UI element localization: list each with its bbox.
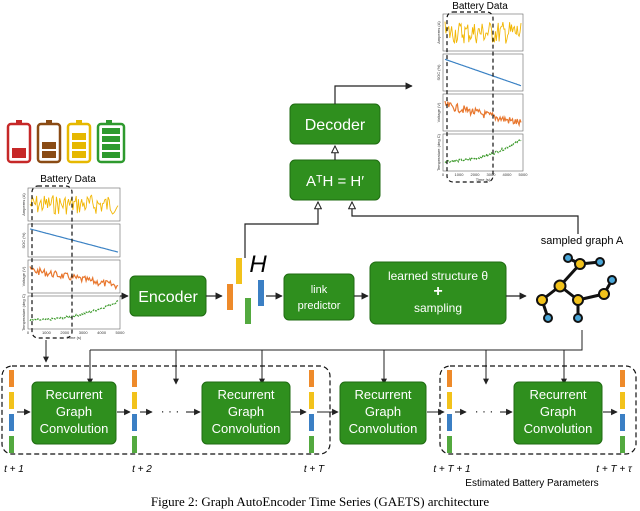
decoder-block: Decoder [289, 103, 381, 145]
input-window-group [1, 365, 331, 455]
equation-label: AᵀH = H′ [306, 173, 364, 190]
plot-xtick: 4000 [503, 172, 513, 177]
rgc-label-line2: Graph [56, 404, 92, 419]
hidden-vectors: H [227, 251, 267, 324]
plot-xtick: 2000 [471, 172, 481, 177]
plot-frame-temperature [27, 295, 121, 330]
estimated-parameters-label: Estimated Battery Parameters [465, 478, 598, 489]
battery-mid-icon [36, 120, 62, 164]
plot-trace-current [29, 194, 119, 215]
decoder-label: Decoder [305, 117, 366, 134]
right-window-highlight [446, 11, 494, 183]
plot-xtick: 0 [27, 330, 30, 335]
plot-ylabel-soc: SOC (%) [21, 232, 26, 249]
time-label-t1: t + 1 [4, 464, 24, 475]
left-window-highlight [31, 185, 73, 339]
plot-trace-voltage [444, 100, 522, 128]
plot-xtick: 1000 [455, 172, 465, 177]
rgc-label-line2: Graph [365, 404, 401, 419]
rgc-label-line1: Recurrent [529, 387, 586, 402]
battery-full-icon [96, 120, 126, 164]
plot-xtick: 2000 [60, 330, 70, 335]
right-battery-plots: Battery Data Amperes (A) SOC (%) Voltage (… [436, 1, 529, 183]
plot-trace-temperature [29, 299, 119, 322]
vector-tT1 [447, 370, 452, 453]
link-predictor-line1: link [311, 284, 328, 296]
ellipsis: · · · [475, 404, 494, 418]
figure-caption: Figure 2: Graph AutoEncoder Time Series … [151, 494, 490, 509]
sampled-graph-icon [536, 253, 617, 323]
plot-xtick: 3000 [487, 172, 497, 177]
encoder-label: Encoder [138, 289, 198, 306]
plot-xtick: 3000 [79, 330, 89, 335]
right-plots-title: Battery Data [452, 1, 508, 12]
time-label-t2: t + 2 [132, 464, 152, 475]
plot-trace-temperature [444, 138, 522, 164]
encoder-block: Encoder [129, 275, 207, 317]
time-label-tT: t + T [304, 464, 325, 475]
rgc-label-line3: Convolution [524, 421, 593, 436]
time-label-tTtau: t + T + τ [596, 464, 633, 475]
link-predictor-block: link predictor [283, 273, 355, 321]
plot-ylabel-voltage: Voltage (V) [436, 102, 441, 122]
vector-t1 [9, 370, 14, 453]
plot-trace-voltage [29, 265, 119, 291]
rgc-label-line2: Graph [228, 404, 264, 419]
plot-xtick: 0 [442, 172, 445, 177]
rgc-label-line3: Convolution [212, 421, 281, 436]
time-label-tT1: t + T + 1 [433, 464, 470, 475]
plot-ylabel-current: Amperes (A) [436, 21, 441, 44]
vector-tTtau [620, 370, 625, 453]
plot-ylabel-soc: SOC (%) [436, 64, 441, 81]
vector-t2 [132, 370, 137, 453]
learned-structure-block: learned structure θ + sampling [369, 261, 507, 325]
plot-frame-voltage [27, 259, 121, 294]
plot-trace-soc [444, 58, 522, 87]
structure-line1: learned structure θ [388, 269, 488, 283]
plot-xlabel: Time (s) [67, 335, 82, 340]
plot-ylabel-temperature: Temperature (deg C) [21, 293, 26, 331]
plot-xtick: 4000 [97, 330, 107, 335]
left-battery-plots: Battery Data Amperes (A) SOC (%) Voltage (… [21, 174, 125, 340]
plot-xtick: 5000 [519, 172, 529, 177]
plot-ylabel-voltage: Voltage (V) [21, 266, 26, 286]
plot-frame-voltage [442, 93, 524, 132]
plot-xlabel: Time (s) [476, 177, 491, 182]
plot-xtick: 1000 [42, 330, 52, 335]
hidden-label: H [249, 251, 267, 278]
structure-plus: + [433, 283, 442, 300]
equation-block: AᵀH = H′ [289, 159, 381, 201]
rgc-label-line1: Recurrent [217, 387, 274, 402]
battery-high-icon [66, 120, 92, 164]
feed-lines [43, 330, 583, 385]
left-plots-title: Battery Data [40, 174, 96, 185]
plot-trace-current [444, 21, 522, 45]
plot-ylabel-current: Amperes (A) [21, 193, 26, 216]
battery-low-icon [6, 120, 32, 164]
plot-ylabel-temperature: Temperature (deg C) [436, 133, 441, 171]
plot-xtick: 5000 [116, 330, 126, 335]
plot-trace-soc [29, 228, 119, 253]
link-predictor-line2: predictor [298, 300, 341, 312]
vector-tT [309, 370, 314, 453]
battery-icons [6, 120, 126, 164]
rgc-label-line3: Convolution [40, 421, 109, 436]
rgc-label-line3: Convolution [349, 421, 418, 436]
ellipsis: · · · [161, 404, 180, 418]
structure-line2: sampling [414, 301, 462, 315]
rgc-label-line1: Recurrent [45, 387, 102, 402]
plot-frame-temperature [442, 133, 524, 172]
plot-frame-current [442, 13, 524, 52]
rgc-label-line1: Recurrent [354, 387, 411, 402]
sampled-graph-label: sampled graph A [541, 235, 624, 247]
rgc-label-line2: Graph [540, 404, 576, 419]
